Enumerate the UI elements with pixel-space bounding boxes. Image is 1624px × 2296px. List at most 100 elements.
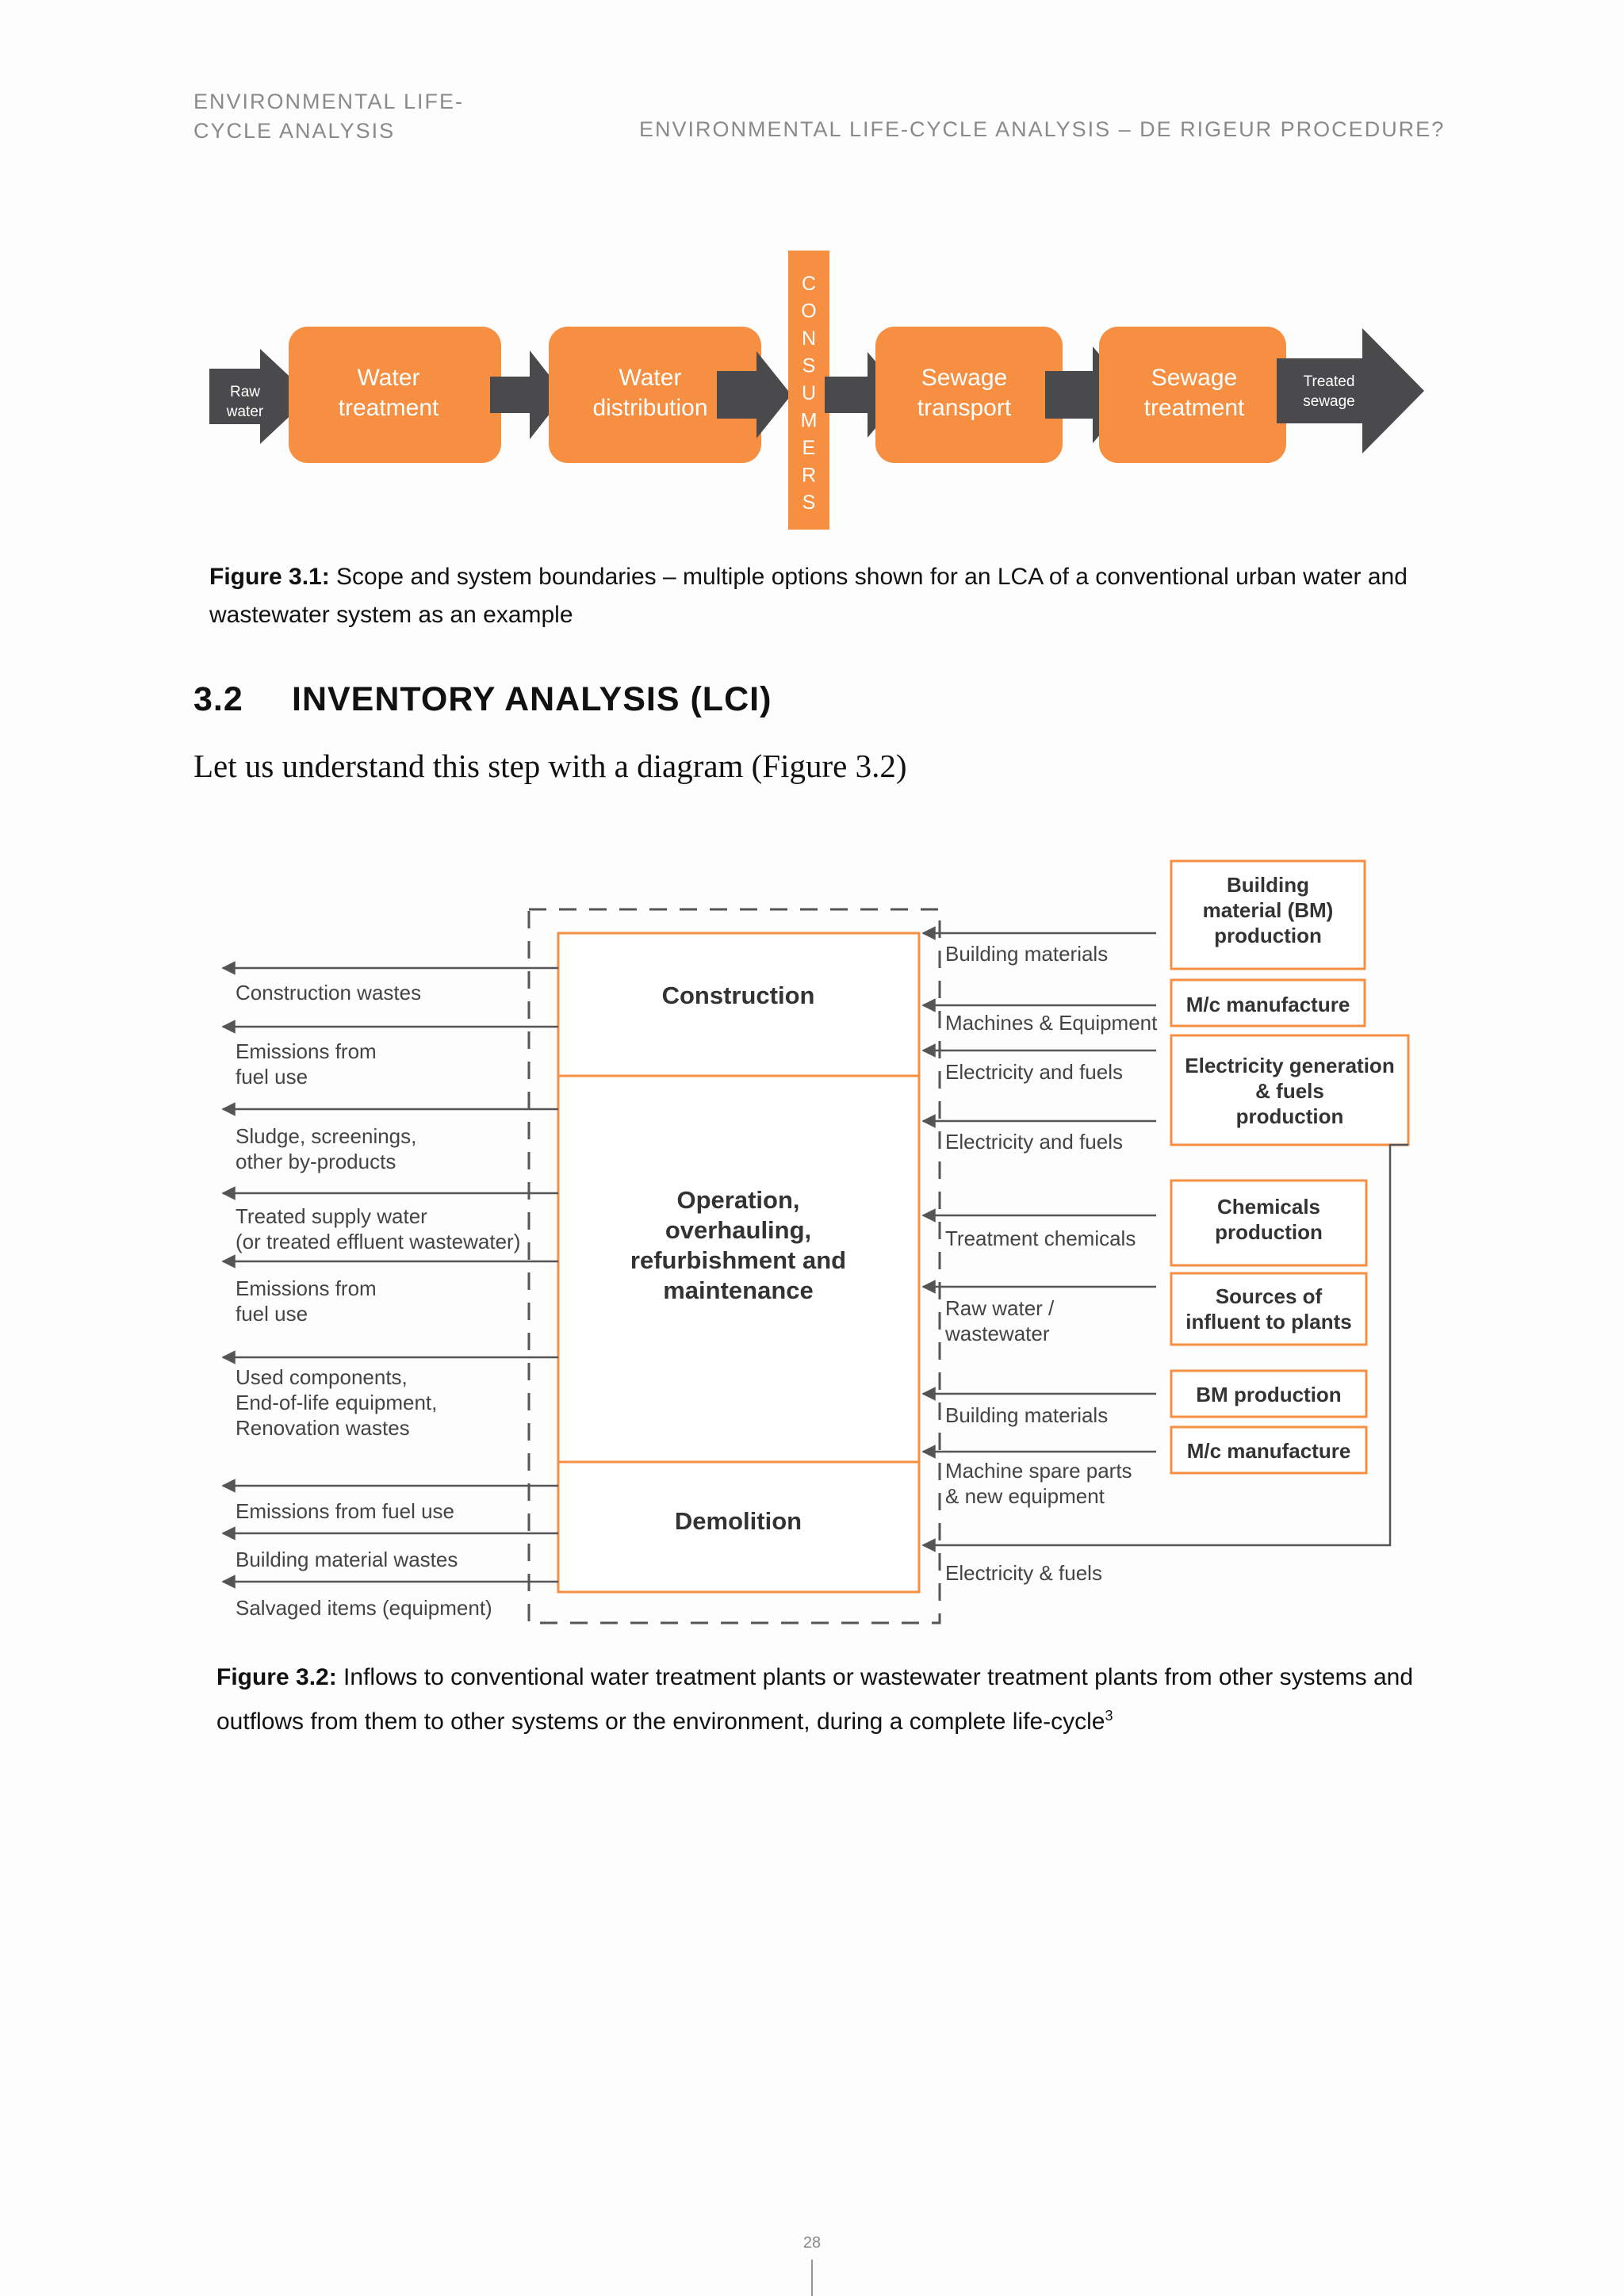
phase-labels: ConstructionOperation,overhauling,refurb… bbox=[630, 982, 846, 1535]
inflow-arrows bbox=[921, 926, 1156, 1459]
page-number: 28 bbox=[802, 2234, 822, 2252]
caption-text: Inflows to conventional water treatment … bbox=[216, 1664, 1414, 1735]
figure-3-2-diagram: ConstructionOperation,overhauling,refurb… bbox=[221, 859, 1410, 1624]
source-label: BM production bbox=[1196, 1383, 1341, 1406]
text-line: Raw bbox=[230, 384, 260, 400]
inflow-label: Machine spare parts& new equipment bbox=[945, 1459, 1132, 1508]
section-title: INVENTORY ANALYSIS (LCI) bbox=[292, 680, 772, 718]
flow-arrow bbox=[490, 350, 565, 439]
inflow-label: Building materials bbox=[945, 1403, 1108, 1427]
text-line: Electricity generation bbox=[1185, 1054, 1394, 1077]
caption-label: Figure 3.1: bbox=[209, 564, 330, 590]
text-line: Emissions from bbox=[236, 1276, 377, 1300]
text-line: Sources of bbox=[1216, 1284, 1323, 1308]
section-number: 3.2 bbox=[193, 680, 243, 718]
text-line: Demolition bbox=[675, 1507, 802, 1535]
inflow-label: Machines & Equipment bbox=[945, 1011, 1158, 1035]
source-box bbox=[1170, 859, 1366, 970]
text-line: Water bbox=[619, 365, 682, 391]
stage-sewage-treatment-label: Sewage treatment bbox=[1144, 365, 1245, 421]
text-line: Sludge, screenings, bbox=[236, 1124, 416, 1148]
text-line: Building bbox=[1227, 873, 1309, 897]
text-line: Salvaged items (equipment) bbox=[236, 1596, 492, 1620]
text-line: Treated bbox=[1304, 373, 1355, 390]
page-number-rule bbox=[811, 2260, 813, 2296]
text-line: refurbishment and bbox=[630, 1246, 846, 1274]
text-line: M/c manufacture bbox=[1187, 1439, 1351, 1463]
text-line: Construction bbox=[662, 982, 815, 1009]
source-box bbox=[1170, 978, 1366, 1027]
text-line: production bbox=[1215, 1220, 1323, 1244]
text-line: Sewage bbox=[921, 365, 1007, 391]
text-line: treatment bbox=[1144, 395, 1245, 421]
text-line: Building material wastes bbox=[236, 1548, 458, 1571]
caption-text: Scope and system boundaries – multiple o… bbox=[209, 564, 1408, 628]
phase-operation bbox=[557, 1074, 921, 1464]
figure-3-2-caption: Figure 3.2: Inflows to conventional wate… bbox=[216, 1659, 1454, 1741]
text-line: M bbox=[801, 410, 818, 432]
text-line: Construction wastes bbox=[236, 981, 421, 1004]
source-label: M/c manufacture bbox=[1187, 1439, 1351, 1463]
source-box bbox=[1170, 1034, 1410, 1146]
text-line: Electricity and fuels bbox=[945, 1060, 1123, 1084]
text-line: Chemicals bbox=[1217, 1195, 1320, 1219]
text-line: Electricity & fuels bbox=[945, 1561, 1102, 1585]
text-line: O bbox=[801, 300, 816, 323]
text-line: Water bbox=[358, 365, 420, 391]
phase-label: Demolition bbox=[675, 1507, 802, 1535]
text-line: material (BM) bbox=[1203, 898, 1334, 922]
outflow-label: Treated supply water(or treated effluent… bbox=[236, 1204, 520, 1253]
text-line: Sewage bbox=[1151, 365, 1237, 391]
inflow-label: Treatment chemicals bbox=[945, 1226, 1136, 1250]
outflow-label: Emissions from fuel use bbox=[236, 1499, 454, 1523]
text-line: S bbox=[802, 355, 816, 377]
text-line: Treatment chemicals bbox=[945, 1226, 1136, 1250]
source-box bbox=[1170, 1272, 1368, 1346]
text-line: production bbox=[1214, 924, 1322, 947]
treated-sewage-label: Treated sewage bbox=[1303, 373, 1355, 410]
text-line: & fuels bbox=[1255, 1079, 1324, 1103]
text-line: Treated supply water bbox=[236, 1204, 427, 1228]
text-line: Emissions from fuel use bbox=[236, 1499, 454, 1523]
stage-sewage-transport bbox=[875, 327, 1063, 463]
text-line: influent to plants bbox=[1185, 1310, 1351, 1334]
source-box bbox=[1170, 1179, 1368, 1267]
footnote-ref: 3 bbox=[1105, 1708, 1113, 1724]
phase-construction bbox=[557, 932, 921, 1077]
outflow-label: Construction wastes bbox=[236, 981, 421, 1004]
text-line: sewage bbox=[1303, 393, 1355, 410]
stage-water-treatment bbox=[289, 327, 501, 463]
source-box bbox=[1170, 1369, 1368, 1418]
source-label: M/c manufacture bbox=[1186, 993, 1350, 1016]
system-boundary bbox=[527, 908, 941, 1624]
stage-sewage-treatment bbox=[1099, 327, 1286, 463]
text-line: End-of-life equipment, bbox=[236, 1391, 437, 1414]
outflow-label: Salvaged items (equipment) bbox=[236, 1596, 492, 1620]
text-line: Machine spare parts bbox=[945, 1459, 1132, 1483]
phase-demolition bbox=[557, 1460, 921, 1594]
text-line: R bbox=[802, 465, 816, 487]
text-line: Building materials bbox=[945, 942, 1108, 966]
text-line: Renovation wastes bbox=[236, 1416, 410, 1440]
text-line: maintenance bbox=[663, 1276, 814, 1304]
raw-water-arrow bbox=[209, 349, 311, 444]
electricity-feedback-line bbox=[921, 1143, 1408, 1552]
inflow-label: Raw water /wastewater bbox=[944, 1296, 1055, 1345]
inflow-label: Electricity & fuels bbox=[945, 1561, 1102, 1585]
phase-label: Construction bbox=[662, 982, 815, 1009]
text-line: fuel use bbox=[236, 1065, 308, 1089]
treated-sewage-arrow bbox=[1277, 328, 1424, 453]
intro-sentence: Let us understand this step with a diagr… bbox=[193, 748, 907, 784]
outflow-arrows bbox=[221, 961, 558, 1589]
